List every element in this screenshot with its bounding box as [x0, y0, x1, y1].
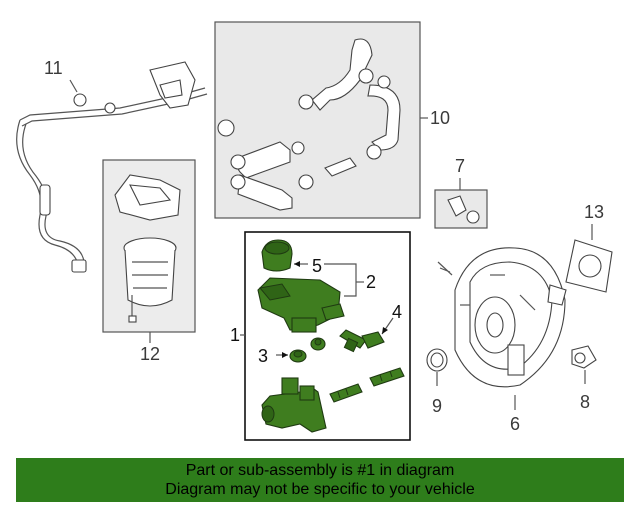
- parts-diagram: 11 12 10 7 13: [16, 21, 613, 441]
- leader-4-arrow: [382, 327, 388, 334]
- callout-5: 5: [312, 256, 322, 276]
- leader-11: [69, 79, 78, 93]
- callout-10: 10: [430, 108, 450, 128]
- part-8-grommet: [571, 345, 597, 369]
- part-10-hoses: [217, 38, 401, 211]
- part-4-bolt: [339, 329, 385, 353]
- callout-11: 11: [44, 58, 63, 78]
- part-5-reservoir-cap: [261, 239, 293, 272]
- part-11-vacuum-hose: [16, 61, 208, 273]
- callout-4: 4: [392, 302, 402, 322]
- callout-2: 2: [366, 272, 376, 292]
- callout-13: 13: [584, 202, 604, 222]
- part-12-vacuum-pump: [114, 174, 181, 323]
- callout-7: 7: [455, 156, 465, 176]
- callout-8: 8: [580, 392, 590, 412]
- callout-9: 9: [432, 396, 442, 416]
- leader-5-arrow: [294, 261, 300, 267]
- footer-line-1: Part or sub-assembly is #1 in diagram: [185, 462, 455, 479]
- leader-3-arrow: [282, 352, 288, 358]
- part-9-seal: [426, 348, 448, 372]
- footer-line-2: Diagram may not be specific to your vehi…: [165, 481, 475, 498]
- part-2-reservoir: [257, 277, 345, 333]
- callout-6: 6: [510, 414, 520, 434]
- part-1-master-cylinder: [261, 367, 405, 433]
- leader-2: [324, 263, 357, 297]
- part-13-gasket: [565, 239, 613, 293]
- callout-1: 1: [230, 325, 240, 345]
- footer-banner: Part or sub-assembly is #1 in diagram Di…: [16, 458, 624, 502]
- part-7-check-valve: [447, 195, 480, 224]
- part-3-grommets: [289, 337, 326, 363]
- part-6-brake-booster: [437, 247, 567, 388]
- callout-12: 12: [140, 344, 160, 364]
- callout-3: 3: [258, 346, 268, 366]
- part-10-box: [214, 21, 421, 219]
